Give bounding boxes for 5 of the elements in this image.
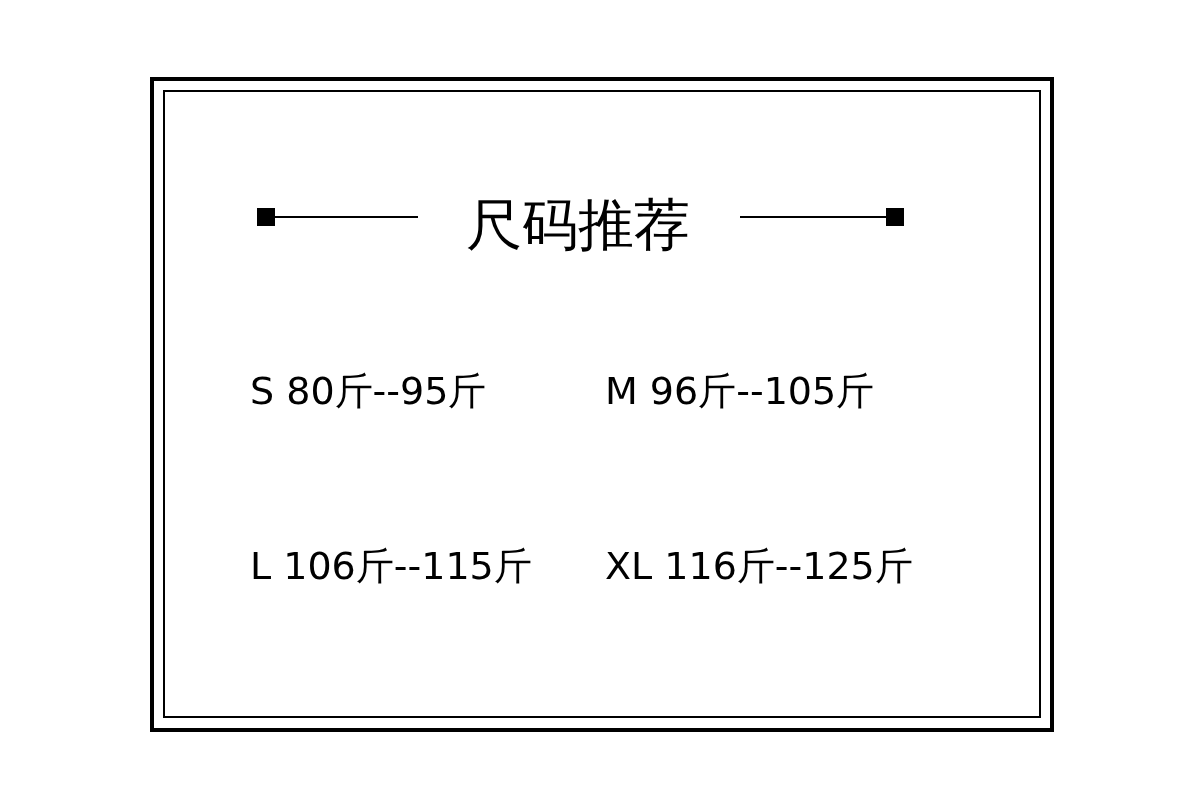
size-label: L 106斤--115斤: [250, 547, 532, 585]
size-label: M 96斤--105斤: [605, 372, 875, 410]
title: 尺码推荐: [466, 197, 690, 253]
size-label: S 80斤--95斤: [250, 372, 487, 410]
size-label: XL 116斤--125斤: [605, 547, 913, 585]
